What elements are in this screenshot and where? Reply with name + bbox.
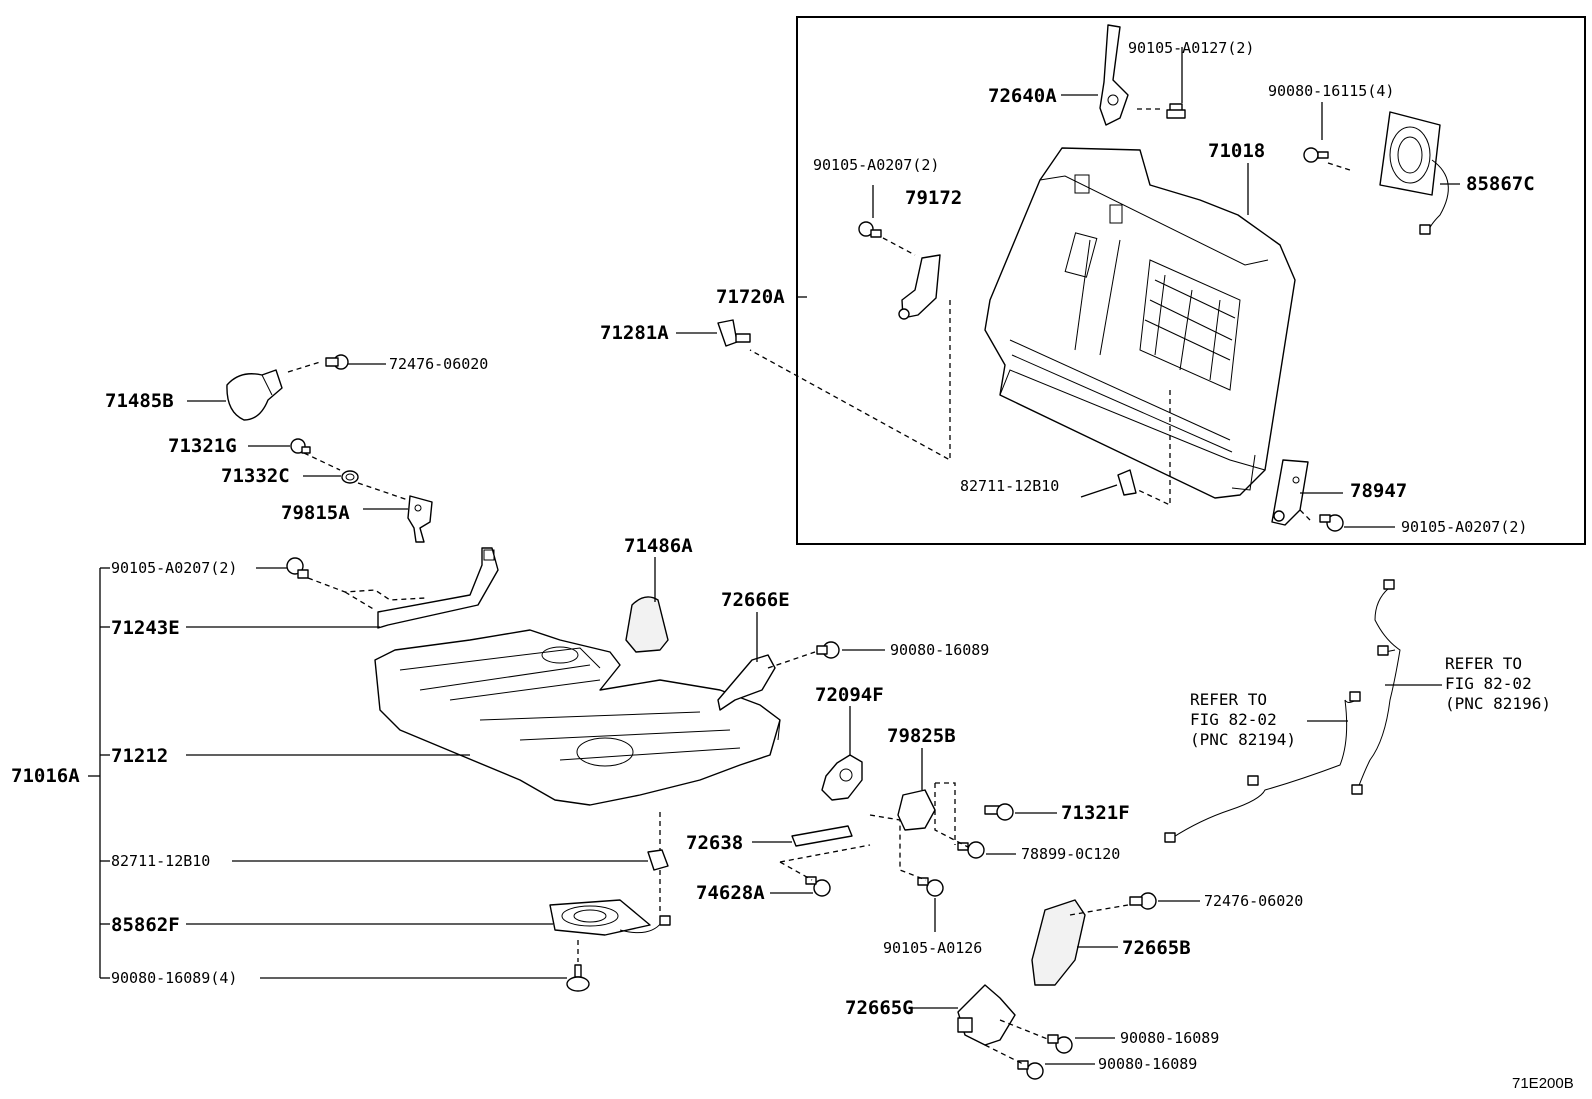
label-74628A: 74628A xyxy=(696,882,765,904)
harness-82194 xyxy=(1164,691,1361,843)
label-71281A: 71281A xyxy=(600,322,669,344)
ref-right-line2: FIG 82-02 xyxy=(1445,674,1532,693)
label-78947: 78947 xyxy=(1350,480,1407,502)
bolt-90105-A0127 xyxy=(1166,103,1186,119)
label-82711-12B10-lower: 82711-12B10 xyxy=(111,852,210,870)
dashed-lines xyxy=(287,108,1351,1066)
label-72476-06020-bottom: 72476-06020 xyxy=(1204,892,1303,910)
bolt-90080-16115 xyxy=(1303,147,1329,163)
bolt-74628A xyxy=(805,876,831,897)
part-71321F xyxy=(984,803,1014,821)
label-72666E: 72666E xyxy=(721,589,790,611)
bolt-90080-16089-a xyxy=(816,641,840,659)
label-71332C: 71332C xyxy=(221,465,290,487)
seatback-frame xyxy=(984,147,1296,499)
label-71486A: 71486A xyxy=(624,535,693,557)
part-72094F xyxy=(821,754,863,801)
bolt-78899-0C120 xyxy=(957,841,985,859)
label-90105-A0207-left: 90105-A0207(2) xyxy=(111,559,237,577)
labels: 90105-A0127(2) 72640A 90080-16115(4) 710… xyxy=(11,39,1535,1073)
label-72476-06020-top: 72476-06020 xyxy=(389,355,488,373)
part-72640A xyxy=(1099,24,1129,126)
label-90080-16089-4: 90080-16089(4) xyxy=(111,969,237,987)
clip-82711-12B10-upper xyxy=(1117,469,1137,496)
label-72640A: 72640A xyxy=(988,85,1057,107)
label-82711-12B10-upper: 82711-12B10 xyxy=(960,477,1059,495)
part-79815A xyxy=(407,495,433,543)
bolt-90080-16089-4 xyxy=(566,964,590,992)
ref-left-line2: FIG 82-02 xyxy=(1190,710,1277,729)
part-72638 xyxy=(791,825,853,847)
ref-right-line1: REFER TO xyxy=(1445,654,1522,673)
bolt-90105-A0207-upper xyxy=(858,221,882,238)
bolt-90080-16089-c xyxy=(1017,1060,1044,1080)
part-71281A xyxy=(717,319,751,347)
label-71212: 71212 xyxy=(111,745,168,767)
ref-left-line1: REFER TO xyxy=(1190,690,1267,709)
part-71243E xyxy=(377,547,499,629)
label-90080-16089-a: 90080-16089 xyxy=(890,641,989,659)
label-85867C: 85867C xyxy=(1466,173,1535,195)
part-72666E xyxy=(717,654,776,711)
label-71018: 71018 xyxy=(1208,140,1265,162)
ref-right-line3: (PNC 82196) xyxy=(1445,694,1551,713)
label-71485B: 71485B xyxy=(105,390,174,412)
label-90080-16115: 90080-16115(4) xyxy=(1268,82,1394,100)
label-71321F: 71321F xyxy=(1061,802,1130,824)
part-79825B xyxy=(897,789,936,831)
ref-left-line3: (PNC 82194) xyxy=(1190,730,1296,749)
bolt-90105-A0207-right xyxy=(1319,514,1344,532)
label-85862F: 85862F xyxy=(111,914,180,936)
bolt-72476-06020-bottom xyxy=(1129,892,1157,910)
label-71720A: 71720A xyxy=(716,286,785,308)
label-90080-16089-b: 90080-16089 xyxy=(1120,1029,1219,1047)
label-90105-A0127: 90105-A0127(2) xyxy=(1128,39,1254,57)
label-72638: 72638 xyxy=(686,832,743,854)
reference-note-82194: REFER TO FIG 82-02 (PNC 82194) xyxy=(1190,690,1296,749)
label-90080-16089-c: 90080-16089 xyxy=(1098,1055,1197,1073)
part-71212 xyxy=(374,629,781,806)
label-78899-0C120: 78899-0C120 xyxy=(1021,845,1120,863)
label-79825B: 79825B xyxy=(887,725,956,747)
label-72665G: 72665G xyxy=(845,997,914,1019)
diagram-code: 71E200B xyxy=(1512,1075,1574,1092)
label-71243E: 71243E xyxy=(111,617,180,639)
clip-82711-12B10-lower xyxy=(647,849,669,871)
label-90105-A0207-upper: 90105-A0207(2) xyxy=(813,156,939,174)
leader-lines xyxy=(88,47,1460,1065)
bolt-90105-A0207-left xyxy=(286,557,309,579)
part-71485B xyxy=(226,369,283,421)
bolt-72476-06020-top xyxy=(325,354,349,370)
part-72665G xyxy=(957,984,1016,1046)
part-71332C xyxy=(341,470,359,484)
part-85867C xyxy=(1379,111,1449,235)
part-71321G xyxy=(290,438,311,454)
reference-note-82196: REFER TO FIG 82-02 (PNC 82196) xyxy=(1445,654,1551,713)
label-79172: 79172 xyxy=(905,187,962,209)
part-72665B xyxy=(1031,899,1086,986)
part-85862F xyxy=(549,899,671,936)
part-71486A xyxy=(625,596,669,653)
part-79172 xyxy=(898,254,941,320)
label-90105-A0207-right: 90105-A0207(2) xyxy=(1401,518,1527,536)
label-72094F: 72094F xyxy=(815,684,884,706)
label-71321G: 71321G xyxy=(168,435,237,457)
harness-82196 xyxy=(1351,579,1401,795)
label-79815A: 79815A xyxy=(281,502,350,524)
bolt-90105-A0126 xyxy=(917,877,944,897)
label-90105-A0126: 90105-A0126 xyxy=(883,939,982,957)
label-71016A: 71016A xyxy=(11,765,80,787)
part-78947 xyxy=(1271,459,1309,526)
bolt-90080-16089-b xyxy=(1047,1034,1073,1054)
inset-box xyxy=(796,16,1586,545)
label-72665B: 72665B xyxy=(1122,937,1191,959)
